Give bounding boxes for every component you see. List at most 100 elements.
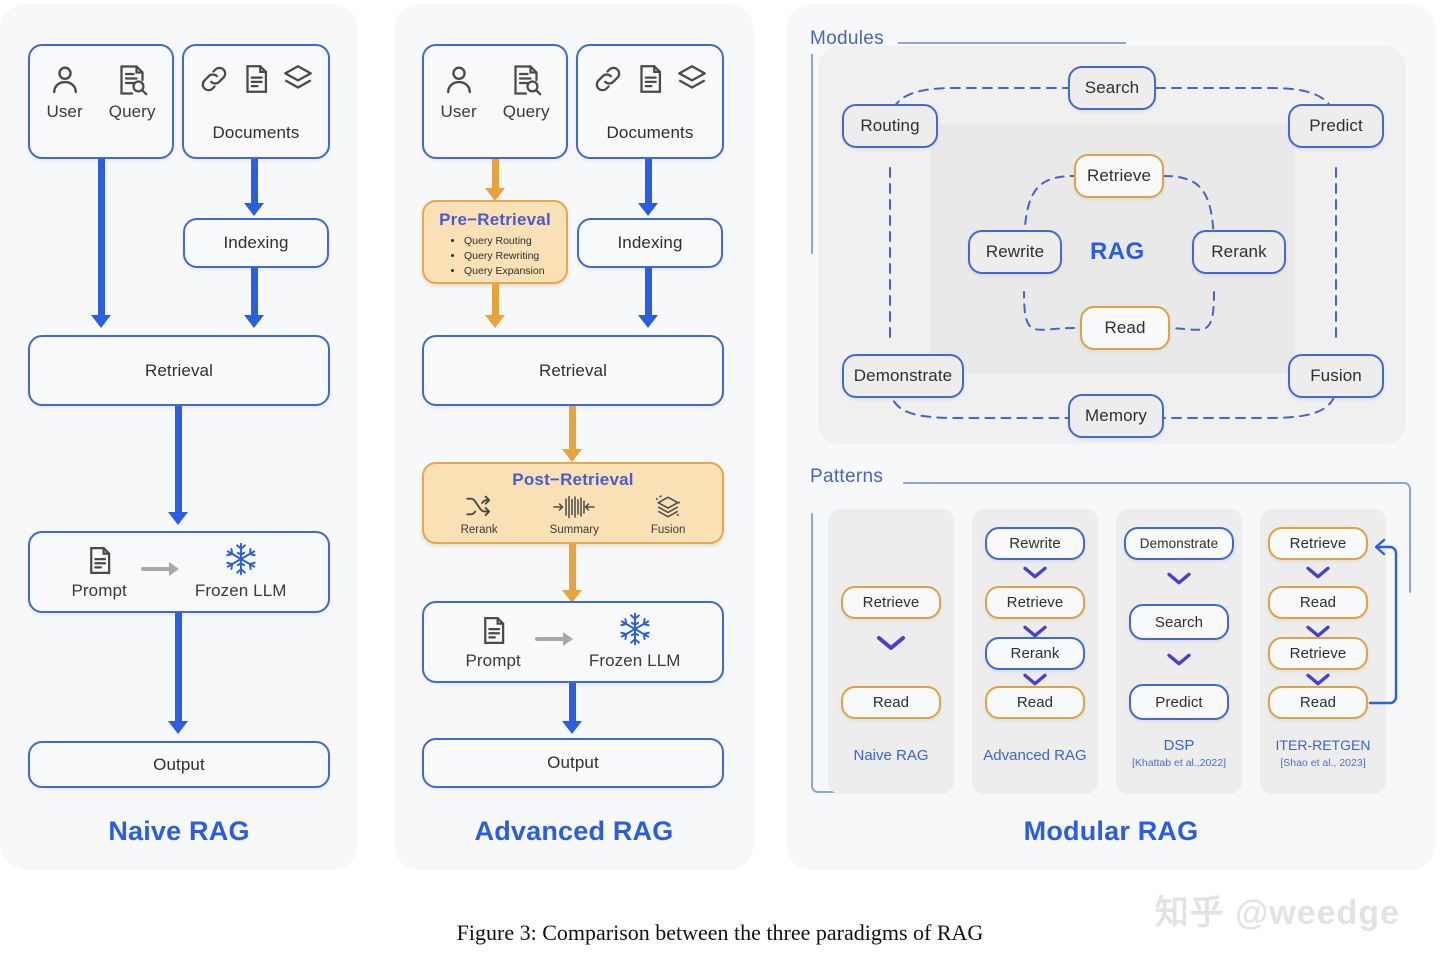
pre-retrieval-list: Query Routing Query Rewriting Query Expa… xyxy=(424,234,566,280)
modules-section-vrule xyxy=(811,54,813,254)
naive-frozen-llm-cell: Frozen LLM xyxy=(195,541,287,601)
post-retrieval-title: Post−Retrieval xyxy=(512,470,634,489)
pattern-step-rerank[interactable]: Rerank xyxy=(985,637,1085,670)
pattern-step-retrieve[interactable]: Retrieve xyxy=(985,586,1085,619)
pre-retrieval-item: Query Rewriting xyxy=(464,249,566,264)
post-retrieval-summary-cell: Summary xyxy=(550,494,599,536)
naive-output-box[interactable]: Output xyxy=(28,741,330,788)
module-node-rerank[interactable]: Rerank xyxy=(1192,230,1286,274)
naive-indexing-box[interactable]: Indexing xyxy=(183,218,329,268)
arrow-query-to-retrieval xyxy=(98,159,105,319)
arrowhead-retrieval-to-postretrieval xyxy=(562,449,582,462)
arrow-documents-to-indexing xyxy=(251,159,258,207)
modular-rag-title: Modular RAG xyxy=(1023,816,1199,846)
arrow-indexing-to-retrieval xyxy=(251,268,258,319)
pattern-step-search[interactable]: Search xyxy=(1129,604,1229,640)
pattern-step-rewrite[interactable]: Rewrite xyxy=(985,527,1085,560)
naive-retrieval-box[interactable]: Retrieval xyxy=(28,335,330,406)
pattern-step-read[interactable]: Read xyxy=(985,686,1085,719)
query-document-search-icon xyxy=(120,65,148,96)
panel-advanced-rag: User Query Docum xyxy=(394,4,754,870)
pattern-step-predict[interactable]: Predict xyxy=(1129,684,1229,720)
iter-retgen-feedback-loop-arrow xyxy=(1368,538,1398,705)
advanced-llm-label: Frozen LLM xyxy=(588,651,681,670)
module-node-fusion[interactable]: Fusion xyxy=(1288,354,1384,398)
pattern-step-retrieve[interactable]: Retrieve xyxy=(841,586,941,619)
chevron-down-icon xyxy=(1167,572,1191,585)
post-retrieval-rerank-cell: Rerank xyxy=(461,494,498,536)
post-retrieval-fusion-label: Fusion xyxy=(650,524,686,536)
pattern-name-naive: Naive RAG xyxy=(853,747,929,764)
watermark: 知乎 @weedge xyxy=(1154,894,1400,932)
naive-prompt-cell: Prompt xyxy=(71,544,127,601)
shuffle-icon xyxy=(466,495,491,516)
advanced-user-cell: User xyxy=(440,62,477,122)
arrowhead-indexing-to-retrieval xyxy=(244,315,264,328)
pre-retrieval-item: Query Expansion xyxy=(464,264,566,279)
module-node-memory[interactable]: Memory xyxy=(1068,394,1164,438)
advanced-prompt-label: Prompt xyxy=(465,651,521,670)
naive-documents-label: Documents xyxy=(212,123,300,142)
arrowhead-retrieval-to-llm xyxy=(168,512,188,525)
advanced-output-box[interactable]: Output xyxy=(422,738,724,788)
pattern-step-demonstrate[interactable]: Demonstrate xyxy=(1124,527,1234,560)
naive-documents-box[interactable]: Documents xyxy=(182,44,330,159)
advanced-indexing-box[interactable]: Indexing xyxy=(577,218,723,268)
link-icon xyxy=(595,66,621,92)
module-node-read[interactable]: Read xyxy=(1080,306,1170,350)
naive-query-cell: Query xyxy=(109,62,156,122)
advanced-user-query-box[interactable]: User Query xyxy=(422,44,568,159)
advanced-documents-box[interactable]: Documents xyxy=(576,44,724,159)
module-node-retrieve[interactable]: Retrieve xyxy=(1074,154,1164,198)
pattern-card-iter-retgen: Retrieve Read Retrieve Read ITER-RETGEN … xyxy=(1260,509,1398,794)
arrow-query-to-preretrieval xyxy=(492,159,499,192)
document-icon xyxy=(89,547,110,574)
arrow-indexing-to-retrieval xyxy=(645,268,652,319)
pattern-step-read-1[interactable]: Read xyxy=(1268,586,1368,619)
arrow-documents-to-indexing xyxy=(645,159,652,207)
pattern-step-label: Rerank xyxy=(1010,645,1060,662)
pattern-step-read[interactable]: Read xyxy=(841,686,941,719)
pre-retrieval-card[interactable]: Pre−Retrieval Query Routing Query Rewrit… xyxy=(422,200,568,284)
post-retrieval-card[interactable]: Post−Retrieval Rerank Summary xyxy=(422,462,724,544)
arrowhead-postretrieval-to-llm xyxy=(562,590,582,603)
rag-center-label: RAG xyxy=(1090,238,1145,265)
pattern-step-label: Demonstrate xyxy=(1139,536,1219,551)
module-node-search[interactable]: Search xyxy=(1068,66,1156,110)
advanced-documents-label: Documents xyxy=(606,123,694,142)
compress-icon xyxy=(553,495,596,519)
chevron-down-icon xyxy=(1023,566,1047,579)
module-node-routing[interactable]: Routing xyxy=(842,104,938,148)
naive-query-label: Query xyxy=(108,102,156,121)
module-label: Retrieve xyxy=(1086,166,1152,185)
naive-llm-box[interactable]: Prompt Frozen LLM xyxy=(28,531,330,613)
pattern-step-label: Retrieve xyxy=(862,594,920,611)
figure-caption: Figure 3: Comparison between the three p… xyxy=(456,920,984,945)
advanced-indexing-label: Indexing xyxy=(617,233,683,252)
module-node-demonstrate[interactable]: Demonstrate xyxy=(842,354,964,398)
chevron-down-icon xyxy=(1023,625,1047,638)
advanced-retrieval-box[interactable]: Retrieval xyxy=(422,335,724,406)
pattern-step-retrieve-2[interactable]: Retrieve xyxy=(1268,637,1368,670)
pattern-step-label: Rewrite xyxy=(1009,535,1061,552)
pattern-step-label: Read xyxy=(1299,594,1337,611)
snowflake-icon xyxy=(226,542,256,576)
pattern-step-read-2[interactable]: Read xyxy=(1268,686,1368,719)
arrowhead-llm-to-output xyxy=(562,721,582,734)
advanced-llm-box[interactable]: Prompt Frozen LLM xyxy=(422,601,724,683)
pattern-step-retrieve-1[interactable]: Retrieve xyxy=(1268,527,1368,560)
advanced-query-cell: Query xyxy=(503,62,550,122)
module-node-rewrite[interactable]: Rewrite xyxy=(968,230,1062,274)
naive-user-query-box[interactable]: User Query xyxy=(28,44,174,159)
module-label: Rerank xyxy=(1211,242,1267,261)
document-icon xyxy=(640,65,662,93)
pattern-step-label: Read xyxy=(1299,694,1337,711)
link-icon xyxy=(201,66,227,92)
post-retrieval-fusion-cell: Fusion xyxy=(650,494,686,536)
module-node-predict[interactable]: Predict xyxy=(1288,104,1384,148)
pattern-citation-iter-retgen: [Shao et al., 2023] xyxy=(1280,757,1366,769)
chevron-down-icon xyxy=(1167,653,1191,666)
arrow-postretrieval-to-llm xyxy=(569,544,576,594)
arrow-right-icon xyxy=(140,562,179,576)
advanced-frozen-llm-cell: Frozen LLM xyxy=(589,611,681,671)
